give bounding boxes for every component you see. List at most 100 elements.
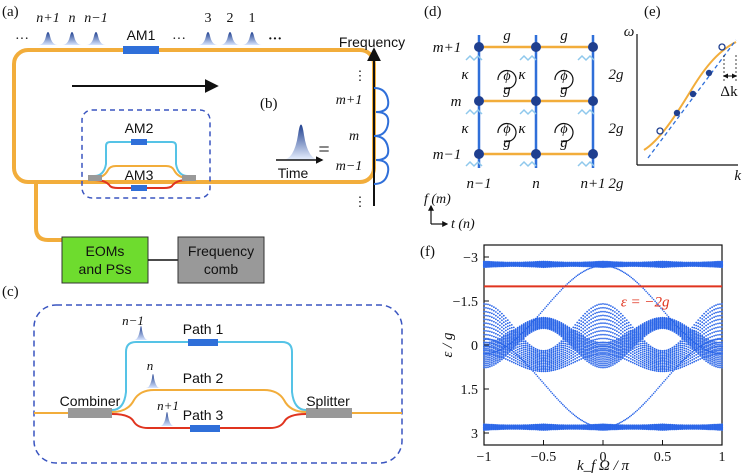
chart-band-point (671, 352, 674, 354)
chart-band-point (614, 424, 616, 426)
chart-band-point (592, 340, 594, 343)
chart-band-point (685, 364, 688, 367)
chart-band-point (707, 344, 709, 346)
kappa-label-2: κ (518, 67, 526, 83)
chart-band-point (610, 305, 612, 307)
chart-band-point (697, 351, 700, 354)
chart-band-point (616, 356, 618, 359)
chart-band-point (620, 332, 622, 335)
chart-band-point (520, 345, 523, 347)
g-label-3: g (503, 82, 511, 98)
chart-band-point (512, 361, 515, 364)
chart-band-point (558, 363, 561, 366)
chart-band-point (602, 337, 604, 340)
chart-band-point (558, 352, 561, 354)
chart-band-point (721, 333, 723, 336)
chart-band-point (679, 348, 682, 351)
chart-band-point (574, 342, 577, 344)
chart-band-point (570, 360, 573, 362)
chart-band-point (532, 346, 535, 349)
chart-band-point (584, 312, 586, 315)
chart-band-point (592, 364, 594, 366)
chart-band-point (655, 389, 658, 391)
chart-band-point (536, 366, 539, 369)
chart-band-point (627, 337, 630, 340)
chart-band-point (587, 423, 589, 425)
chart-band-point (576, 336, 579, 339)
chart-band-point (709, 318, 711, 321)
chart-band-point (501, 340, 503, 342)
chart-band-point (683, 345, 686, 347)
chart-band-point (584, 341, 586, 344)
chart-band-point (510, 332, 513, 334)
chart-band-point (544, 364, 547, 366)
chart-band-point (709, 346, 711, 349)
chart-band-point (689, 354, 692, 357)
chart-band-point (659, 356, 662, 358)
chart-band-point (665, 365, 668, 368)
chart-band-point (540, 360, 543, 363)
chart-band-point (528, 353, 531, 356)
chart-band-point (524, 348, 527, 351)
chart-band-point (675, 353, 678, 356)
chart-band-point (693, 264, 696, 267)
chart-band-point (651, 346, 654, 349)
chart-band-point (508, 351, 511, 353)
chart-band-point (544, 357, 547, 360)
chart-band-point (544, 362, 547, 365)
panel-e: (e) ω k Δk (624, 4, 742, 184)
chart-band-point (508, 340, 511, 343)
chart-band-point (610, 331, 612, 333)
chart-band-point (623, 358, 626, 360)
chart-band-point (556, 265, 559, 268)
chart-band-point (554, 347, 557, 350)
pulse-1 (242, 32, 262, 45)
chart-band-point (600, 362, 602, 365)
chart-band-point (705, 358, 707, 361)
chart-band-point (697, 359, 700, 361)
chart-band-point (508, 345, 511, 348)
chart-band-point (599, 424, 601, 427)
chart-band-point (554, 428, 557, 431)
chart-band-point (584, 326, 586, 328)
chart-band-point (504, 348, 507, 351)
chart-band-point (625, 336, 628, 339)
chart-band-point (534, 361, 537, 364)
chart-band-point (709, 336, 711, 339)
chart-band-point (665, 363, 668, 366)
chart-band-point (629, 346, 632, 349)
chart-band-point (586, 310, 588, 313)
chart-band-point (717, 360, 719, 363)
chart-band-point (616, 352, 618, 355)
chart-band-point (719, 342, 721, 344)
chart-band-point (483, 347, 485, 350)
chart-band-point (508, 321, 511, 324)
chart-band-point (691, 343, 694, 345)
chart-band-point (495, 348, 497, 351)
chart-band-point (540, 265, 543, 268)
chart-band-point (580, 332, 583, 335)
chart-band-point (542, 382, 545, 384)
chart-band-point (673, 367, 676, 369)
chart-band-point (538, 363, 541, 366)
chart-band-point (491, 308, 493, 311)
chart-band-point (493, 320, 495, 323)
chart-band-point (548, 368, 551, 371)
chart-band-point (636, 281, 638, 284)
chart-band-point (675, 343, 678, 346)
chart-band-point (538, 357, 541, 360)
chart-band-point (550, 368, 553, 370)
chart-band-point (572, 330, 575, 333)
chart-band-point (580, 323, 583, 326)
chart-band-point (711, 265, 714, 268)
chart-band-point (485, 333, 487, 336)
chart-band-point (487, 334, 489, 336)
chart-band-point (670, 372, 673, 374)
chart-band-point (629, 333, 632, 336)
chart-band-point (514, 349, 517, 352)
chart-band-point (677, 353, 680, 356)
chart-band-point (685, 362, 688, 364)
chart-band-point (697, 336, 700, 339)
chart-band-point (594, 342, 596, 345)
chart-band-point (616, 330, 618, 333)
